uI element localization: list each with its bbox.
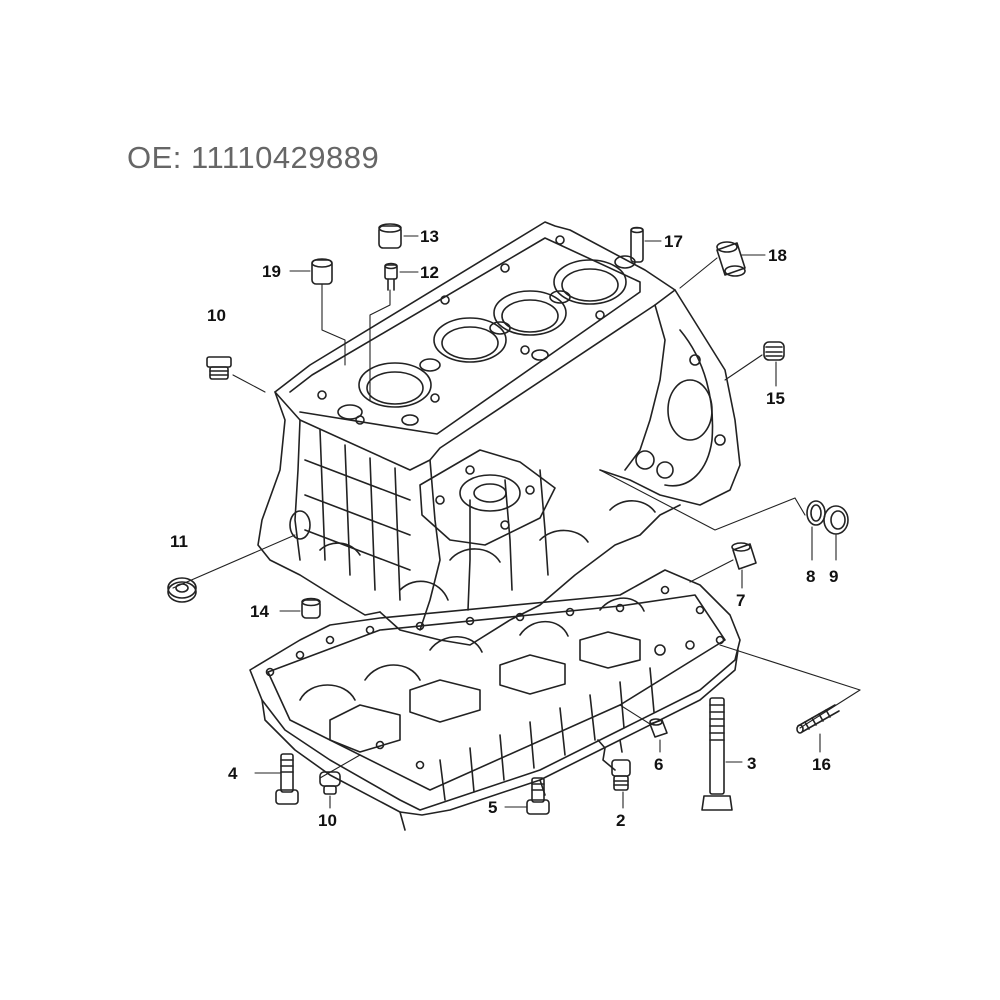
part-18-sleeve-icon: [716, 241, 746, 277]
small-parts: [167, 223, 849, 815]
engine-block-illustration: [257, 221, 741, 646]
callout-7: 7: [736, 591, 745, 610]
part-14-sleeve-icon: [301, 597, 321, 619]
callout-16: 16: [812, 755, 831, 774]
part-4-bolt-icon: [275, 753, 299, 805]
part-3-long-bolt-icon: [701, 697, 733, 811]
oe-part-number: OE: 11110429889: [127, 140, 380, 175]
part-13-sleeve-icon: [378, 223, 402, 249]
callout-8: 8: [806, 567, 815, 586]
callout-12: 12: [420, 263, 439, 282]
part-16-stud-icon: [796, 704, 840, 734]
part-19-sleeve-icon: [311, 258, 333, 285]
callout-9: 9: [829, 567, 838, 586]
callout-17: 17: [664, 232, 683, 251]
part-9-screw-plug-icon: [823, 505, 849, 535]
part-17-dowel-pin-icon: [630, 226, 644, 263]
part-15-screw-plug-icon: [763, 341, 785, 361]
callout-19: 19: [262, 262, 281, 281]
callout-5: 5: [488, 798, 497, 817]
callout-13: 13: [420, 227, 439, 246]
callout-14: 14: [250, 602, 269, 621]
callout-4: 4: [228, 764, 238, 783]
callout-18: 18: [768, 246, 787, 265]
callout-10-bottom: 10: [318, 811, 337, 830]
callout-2: 2: [616, 811, 625, 830]
callout-11: 11: [170, 532, 188, 551]
callout-6: 6: [654, 755, 663, 774]
part-7-sleeve-icon: [731, 542, 757, 570]
callout-3: 3: [747, 754, 756, 773]
callout-labels: 13 17 18 19 12 10 15 11 8 9 7 14 16 6 3 …: [170, 227, 838, 830]
part-6-plug-icon: [649, 718, 668, 738]
part-12-jet-icon: [384, 262, 398, 291]
part-2-sensor-icon: [597, 739, 631, 791]
bedplate-illustration: [249, 569, 741, 831]
part-10-screw-plug-icon: [206, 356, 232, 380]
part-11-screw-plug-icon: [167, 577, 197, 603]
part-8-seal-ring-icon: [806, 500, 826, 526]
callout-10-top: 10: [207, 306, 226, 325]
leader-lines: [172, 235, 861, 809]
callout-15: 15: [766, 389, 785, 408]
